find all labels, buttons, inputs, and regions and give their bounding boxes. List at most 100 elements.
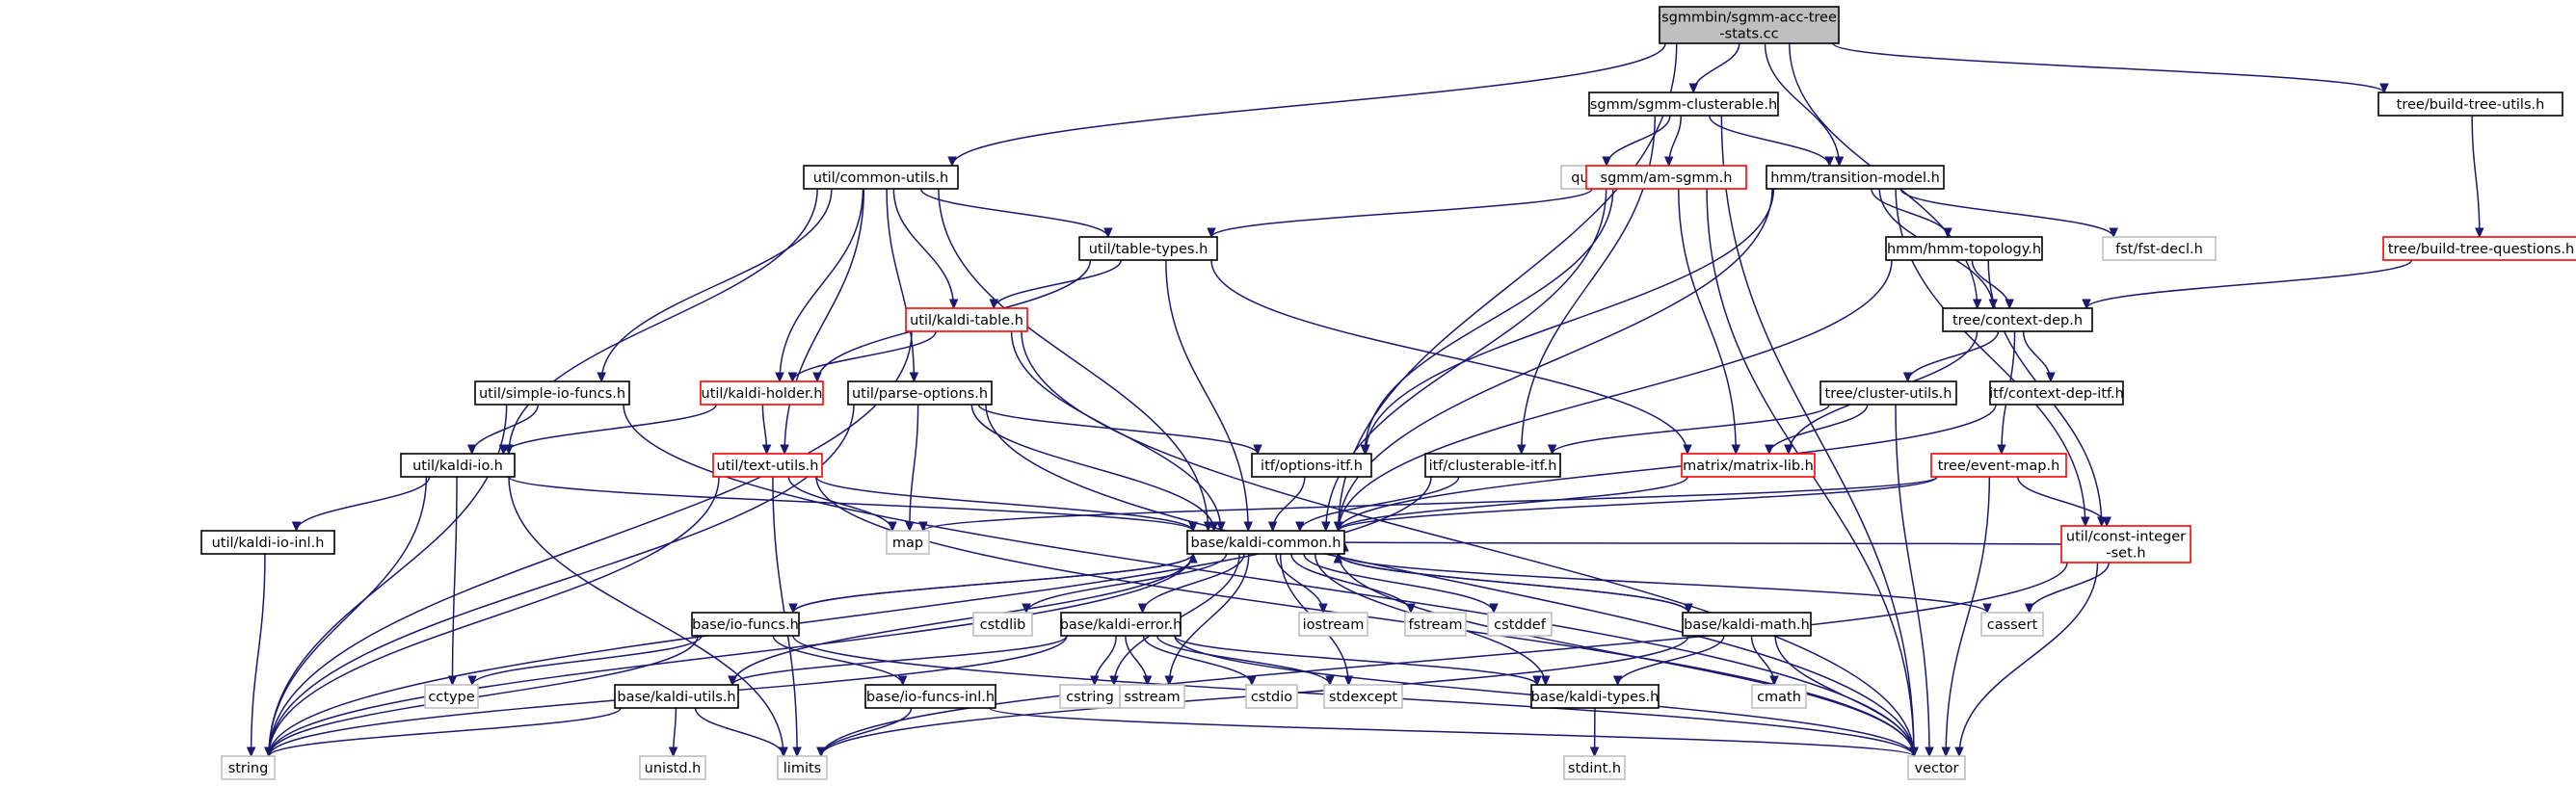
edge-context-dep-to-cluster-utils <box>1906 330 2000 382</box>
node-box <box>1682 612 1812 637</box>
node-kaldi-table[interactable]: util/kaldi-table.h <box>905 307 1028 332</box>
node-kaldi-io-inl[interactable]: util/kaldi-io-inl.h <box>200 530 335 555</box>
node-parse-options[interactable]: util/parse-options.h <box>847 380 993 406</box>
edge-arrowhead <box>947 156 957 168</box>
node-kaldi-error[interactable]: base/kaldi-error.h <box>1060 612 1182 637</box>
edge-arrowhead <box>1103 227 1113 239</box>
node-text-utils[interactable]: util/text-utils.h <box>712 453 823 478</box>
edge-kaldi-holder-to-kaldi-io <box>502 404 717 455</box>
edge-arrowhead <box>1208 521 1219 533</box>
edge-arrowhead <box>792 747 802 758</box>
edge-kaldi-io-to-kaldi-common <box>508 476 1194 532</box>
node-box <box>1563 755 1626 780</box>
edge-arrowhead <box>918 521 928 533</box>
edge-parse-options-to-options-itf <box>977 404 1259 455</box>
edge-arrowhead <box>1333 552 1343 563</box>
node-sgmm-clusterable[interactable]: sgmm/sgmm-clusterable.h <box>1588 92 1779 117</box>
node-build-tree-questions[interactable]: tree/build-tree-questions.h <box>2382 236 2576 261</box>
edge-build-tree-utils-to-build-tree-questions <box>2471 115 2481 238</box>
edge-arrowhead <box>1532 675 1542 687</box>
node-cmath: cmath <box>1751 684 1807 709</box>
edge-kaldi-error-to-stdexcept <box>1155 635 1331 686</box>
node-context-dep[interactable]: tree/context-dep.h <box>1942 307 2093 332</box>
edge-root-to-build-tree-utils <box>1832 42 2385 93</box>
edge-common-utils-to-parse-options <box>886 188 916 382</box>
node-map: map <box>886 530 930 555</box>
node-kaldi-holder[interactable]: util/kaldi-holder.h <box>700 380 824 406</box>
edge-root-to-sgmm-clusterable <box>1692 42 1740 93</box>
node-event-map[interactable]: tree/event-map.h <box>1930 453 2067 478</box>
edge-arrowhead <box>1325 675 1335 687</box>
node-hmm-topology[interactable]: hmm/hmm-topology.h <box>1885 236 2043 261</box>
node-label: cstdio <box>1251 690 1292 705</box>
edge-kaldi-utils-to-string <box>268 707 622 757</box>
node-kaldi-utils[interactable]: base/kaldi-utils.h <box>614 684 739 709</box>
node-root[interactable]: sgmmbin/sgmm-acc-tree-stats.cc <box>1659 6 1840 44</box>
node-cluster-utils[interactable]: tree/cluster-utils.h <box>1819 380 1957 406</box>
node-box <box>1059 684 1121 709</box>
node-build-tree-utils[interactable]: tree/build-tree-utils.h <box>2377 92 2563 117</box>
node-kaldi-common[interactable]: base/kaldi-common.h <box>1186 530 1345 555</box>
edge-arrowhead <box>1318 603 1328 615</box>
node-context-dep-itf[interactable]: itf/context-dep-itf.h <box>1989 380 2124 406</box>
edge-arrowhead <box>2102 516 2111 528</box>
node-matrix-lib[interactable]: matrix/matrix-lib.h <box>1681 453 1816 478</box>
edge-io-funcs-to-kaldi-common <box>792 553 1194 614</box>
node-label: hmm/hmm-topology.h <box>1887 242 2041 257</box>
node-am-sgmm[interactable]: sgmm/am-sgmm.h <box>1585 165 1747 190</box>
node-table-types[interactable]: util/table-types.h <box>1078 236 1218 261</box>
edge-common-utils-to-simple-io-funcs <box>600 188 833 382</box>
node-box <box>2382 236 2576 261</box>
edge-arrowhead <box>1684 603 1693 615</box>
edge-cluster-utils-to-clusterable-itf <box>1551 404 1830 455</box>
edge-kaldi-math-to-kaldi-common <box>1337 553 1689 614</box>
node-box <box>474 380 630 406</box>
node-stdint: stdint.h <box>1563 755 1626 780</box>
edge-arrowhead <box>1090 675 1100 687</box>
edge-arrowhead <box>909 372 919 383</box>
edge-event-map-to-map <box>922 476 1938 532</box>
node-box <box>1930 453 2067 478</box>
node-const-integer-set[interactable]: util/const-integer-set.h <box>2060 525 2191 563</box>
node-transition-model[interactable]: hmm/transition-model.h <box>1766 165 1945 190</box>
node-box <box>2377 92 2563 117</box>
node-clusterable-itf[interactable]: itf/clusterable-itf.h <box>1424 453 1561 478</box>
node-box <box>1751 684 1807 709</box>
edge-arrowhead <box>1516 444 1527 456</box>
node-io-funcs-inl[interactable]: base/io-funcs-inl.h <box>864 684 996 709</box>
edge-arrowhead <box>1334 521 1343 533</box>
node-io-funcs[interactable]: base/io-funcs.h <box>691 612 800 637</box>
edge-io-funcs-to-cctype <box>471 635 703 686</box>
edge-kaldi-io-to-limits <box>508 476 784 757</box>
node-common-utils[interactable]: util/common-utils.h <box>803 165 959 190</box>
edge-arrowhead <box>948 299 959 310</box>
node-fst-decl: fst/fst-decl.h <box>2102 236 2217 261</box>
node-label: util/kaldi-holder.h <box>702 386 823 402</box>
edge-context-dep-itf-to-kaldi-common <box>1338 404 1997 532</box>
edge-kaldi-common-to-cstdlib <box>1025 553 1228 614</box>
node-simple-io-funcs[interactable]: util/simple-io-funcs.h <box>474 380 630 406</box>
node-box <box>1323 684 1403 709</box>
node-label: util/table-types.h <box>1089 242 1208 257</box>
edge-arrowhead <box>812 372 822 383</box>
edge-arrowhead <box>2082 299 2091 310</box>
edge-arrowhead <box>1997 444 2006 456</box>
node-label: sgmmbin/sgmm-acc-tree <box>1661 11 1837 26</box>
node-label: sgmm/sgmm-clusterable.h <box>1590 97 1777 113</box>
node-kaldi-math[interactable]: base/kaldi-math.h <box>1682 612 1812 637</box>
edge-arrowhead <box>1972 299 1982 310</box>
node-kaldi-types[interactable]: base/kaldi-types.h <box>1530 684 1660 709</box>
node-kaldi-io[interactable]: util/kaldi-io.h <box>400 453 516 478</box>
edge-arrowhead <box>1982 603 1992 615</box>
node-vector: vector <box>1907 755 1966 780</box>
node-cstddef: cstddef <box>1487 612 1553 637</box>
node-options-itf[interactable]: itf/options-itf.h <box>1251 453 1372 478</box>
node-box <box>864 684 996 709</box>
edge-root-to-kaldi-common <box>1337 42 1678 532</box>
node-label: fst/fst-decl.h <box>2115 242 2203 257</box>
edge-arrowhead <box>1769 675 1779 687</box>
node-box <box>1530 684 1660 709</box>
edge-arrowhead <box>1954 747 1964 758</box>
node-label: cmath <box>1757 690 1801 705</box>
edge-text-utils-to-string <box>268 476 720 757</box>
